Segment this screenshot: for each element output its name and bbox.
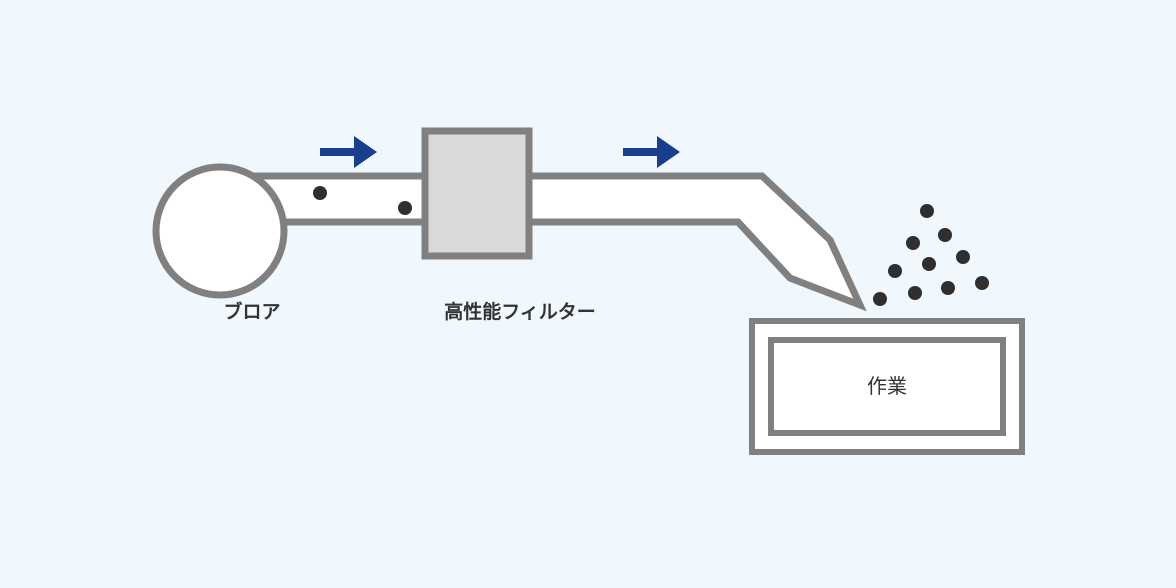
dust-particles-outflow bbox=[873, 204, 989, 306]
particle bbox=[941, 281, 955, 295]
particle bbox=[906, 236, 920, 250]
particle bbox=[920, 204, 934, 218]
particle bbox=[313, 186, 327, 200]
particle bbox=[873, 292, 887, 306]
particle bbox=[888, 264, 902, 278]
filter-label: 高性能フィルター bbox=[444, 300, 596, 323]
particle bbox=[922, 257, 936, 271]
outlet-duct bbox=[516, 172, 867, 312]
particle bbox=[956, 250, 970, 264]
particle bbox=[975, 276, 989, 290]
dust-particles-inlet bbox=[313, 186, 412, 215]
particle bbox=[908, 286, 922, 300]
hepa-filter-box bbox=[421, 127, 533, 260]
work-area-inner bbox=[768, 337, 1006, 436]
flow-arrow-icon bbox=[320, 136, 377, 168]
work-label: 作業 bbox=[867, 374, 907, 398]
particle bbox=[398, 201, 412, 215]
blower-circle bbox=[152, 163, 288, 299]
blower-label: ブロア bbox=[223, 300, 280, 323]
flow-arrow-icon bbox=[623, 136, 680, 168]
particle bbox=[938, 228, 952, 242]
